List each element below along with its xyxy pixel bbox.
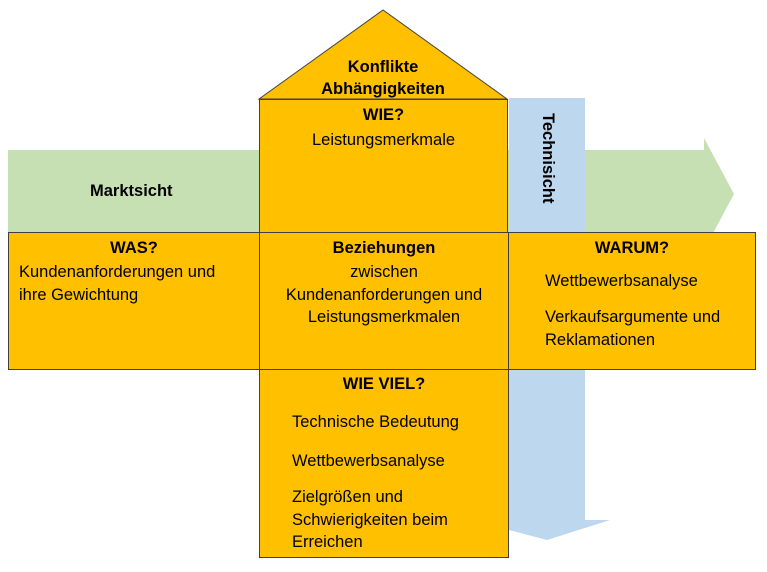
was-line-2: ihre Gewichtung (19, 286, 139, 304)
wieviel-item-3-line-1: Zielgrößen und (292, 488, 403, 506)
beziehungen-line-3: Leistungsmerkmalen (307, 308, 461, 326)
wie-heading: WIE? (362, 106, 405, 124)
market-view-label: Marktsicht (90, 182, 173, 200)
was-heading: WAS? (110, 239, 158, 257)
wie-box: WIE? Leistungsmerkmale (259, 99, 508, 233)
beziehungen-box: Beziehungen zwischen Kundenanforderungen… (259, 232, 509, 370)
warum-box: WARUM? Wettbewerbsanalyse Verkaufsargume… (508, 232, 756, 370)
was-line-1: Kundenanforderungen und (19, 263, 216, 281)
warum-item-1: Wettbewerbsanalyse (545, 272, 698, 290)
wieviel-heading: WIE VIEL? (342, 375, 426, 393)
technical-view-label: Technisicht (539, 113, 557, 204)
wieviel-box: WIE VIEL? Technische Bedeutung Wettbewer… (259, 369, 509, 558)
warum-item-2-line-1: Verkaufsargumente und (545, 308, 721, 326)
roof-title: Konflikte Abhängigkeiten (283, 56, 483, 100)
was-box: WAS? Kundenanforderungen und ihre Gewich… (8, 232, 260, 370)
beziehungen-line-2: Kundenanforderungen und (285, 286, 483, 304)
wieviel-item-3-line-2: Schwierigkeiten beim (292, 511, 448, 529)
beziehungen-heading: Beziehungen (332, 239, 436, 257)
wieviel-item-3-line-3: Erreichen (292, 533, 363, 551)
roof-line-1: Konflikte (347, 58, 419, 76)
warum-heading: WARUM? (594, 239, 670, 257)
roof-line-2: Abhängigkeiten (321, 80, 445, 98)
warum-item-2-line-2: Reklamationen (545, 331, 656, 349)
beziehungen-line-1: zwischen (350, 263, 418, 281)
wieviel-item-2: Wettbewerbsanalyse (292, 452, 445, 470)
wie-text: Leistungsmerkmale (311, 131, 456, 149)
wieviel-item-1: Technische Bedeutung (292, 413, 459, 431)
